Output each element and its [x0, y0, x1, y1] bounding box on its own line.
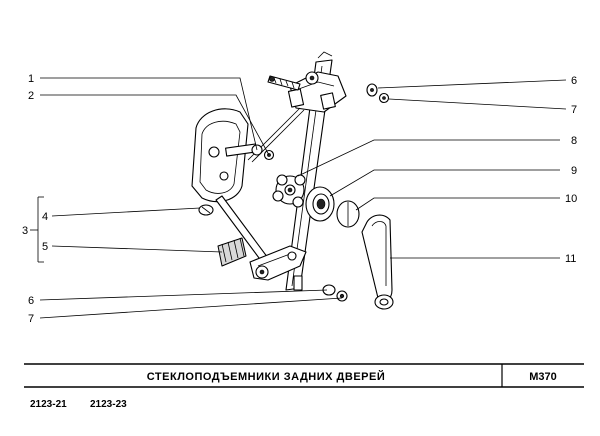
- model-code-1: 2123-21: [30, 399, 67, 410]
- leader-lines: [30, 77, 567, 319]
- upper-washers: [366, 83, 390, 104]
- callout-7-lower: 7: [28, 313, 34, 325]
- spacer-disc: [336, 200, 360, 228]
- callout-10: 10: [565, 193, 577, 205]
- callout-3: 3: [22, 225, 28, 237]
- callout-6-upper: 6: [571, 75, 577, 87]
- cover-plate: [191, 108, 257, 203]
- callout-labels: 1 2 3 4 5 6 7 6 7 8 9 10 11: [22, 73, 577, 325]
- crank-handle: [361, 214, 394, 310]
- callout-1: 1: [28, 73, 34, 85]
- callout-5: 5: [42, 241, 48, 253]
- callout-11: 11: [565, 253, 576, 265]
- callout-9: 9: [571, 165, 577, 177]
- lower-link: [249, 245, 307, 291]
- plate-screw: [198, 204, 214, 216]
- model-code-2: 2123-23: [90, 399, 127, 410]
- sheet-title: СТЕКЛОПОДЪЕМНИКИ ЗАДНИХ ДВЕРЕЙ: [147, 370, 385, 383]
- escutcheon-ring: [305, 186, 335, 222]
- callout-8: 8: [571, 135, 577, 147]
- callout-6-lower: 6: [28, 295, 34, 307]
- upper-bracket: [287, 51, 347, 113]
- threaded-rod: [267, 75, 301, 91]
- gear-hub: [272, 174, 306, 208]
- callout-2: 2: [28, 90, 34, 102]
- sheet-code: М370: [529, 371, 557, 383]
- callout-4: 4: [42, 211, 48, 223]
- spring: [217, 237, 247, 267]
- window-regulator-drawing: [191, 51, 394, 310]
- callout-7-upper: 7: [571, 104, 577, 116]
- model-codes: 2123-21 2123-23: [30, 399, 127, 410]
- title-block: СТЕКЛОПОДЪЕМНИКИ ЗАДНИХ ДВЕРЕЙ М370: [24, 363, 584, 388]
- plate-nut: [251, 144, 275, 161]
